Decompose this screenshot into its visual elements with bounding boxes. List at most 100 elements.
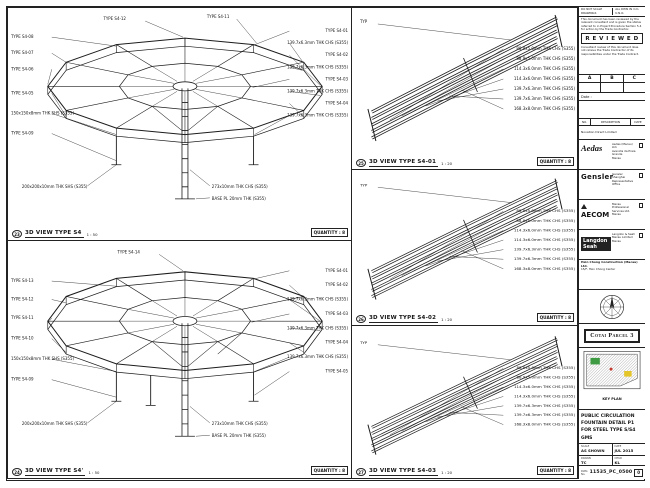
title-block: DO NOT SCALE DRAWINGS ALL DIMS IN mm U.N… [578, 7, 645, 479]
annotation-label: 150x150x8mm THK SHS (S355) [11, 356, 74, 361]
detail-bubble: 27 [356, 468, 366, 476]
consultant-block: Novation Direct Limited [579, 126, 645, 140]
view-scale: 1 : 20 [441, 161, 453, 166]
viewport-3d-view-type-s4-alt: TYPE S4-14 TYPE S4-13 TYPE S4-12 TYPE S4… [7, 240, 352, 479]
annotation-label: TYPE S4-03 [325, 311, 349, 316]
consultant-address: Office [612, 182, 621, 187]
view-title: 3D VIEW TYPE S4-03 [369, 468, 439, 476]
annotation-labels: TYP 88.9x5.0mm THK CHS (S355) 88.9x5.0mm… [359, 19, 575, 111]
view-title: 3D VIEW TYPE S4-02 [369, 315, 439, 323]
annotation-label: TYPE S4-07 [10, 50, 34, 55]
annotation-label: 139.7x6.3mm THK CHS (S355) [514, 247, 576, 252]
keyplan-location-dot [609, 367, 613, 371]
view-scale: 1 : 20 [441, 317, 453, 322]
annotation-label: TYPE S4-01 [325, 268, 349, 273]
leader-lines [47, 18, 321, 200]
annotation-labels: TYPE S4-14 TYPE S4-13 TYPE S4-12 TYPE S4… [10, 249, 348, 438]
view-title: 3D VIEW TYPE S4 [25, 230, 84, 238]
date-label: Date : [581, 94, 592, 99]
viewport-3d-view-type-s4-02: TYP 88.9x5.0mm THK CHS (S355) 88.9x5.0mm… [351, 169, 578, 326]
annotation-label: 88.9x5.0mm THK CHS (S355) [516, 375, 575, 380]
revision-value: 0 [634, 468, 644, 477]
annotation-label: 200x200x10mm THK SHS (S355) [22, 184, 88, 189]
isometric-structure-drawing: TYPE S4-12 TYPE S4-11 TYPE S4-08 TYPE S4… [10, 14, 348, 201]
annotation-label: 273x10mm THK CHS (S355) [212, 421, 268, 426]
approval-checkbox [638, 143, 643, 148]
consultant-block-aecom: AECOM Macau Professional Services Ltd. M… [579, 200, 645, 230]
key-plan-block: KEY PLAN [579, 348, 645, 410]
key-plan-label: KEY PLAN [602, 397, 622, 401]
consultant-address: Shanghai Representative [612, 175, 634, 183]
view-caption: 27 3D VIEW TYPE S4-03 1 : 20 [356, 468, 452, 476]
annotation-label: 114.3x6.0mm THK CHS (S355) [514, 237, 576, 242]
quantity-tag: QUANTITY : 8 [310, 228, 348, 237]
status-abc-cells [579, 83, 645, 93]
contractor-address: 15/F, Hsin Chong Center [581, 267, 616, 272]
scale-value: AS SHOWN [581, 448, 605, 453]
annotation-label: 114.3x6.0mm THK CHS (S355) [514, 227, 576, 232]
status-cell [579, 83, 602, 92]
revision-space [579, 101, 645, 119]
tubes [367, 178, 563, 300]
view-caption: 24 3D VIEW TYPE S4' 1 : 50 [12, 468, 99, 476]
rev-date-header: DATE [634, 120, 642, 124]
annotation-label: TYPE S4-12 [102, 16, 126, 21]
consultant-address: Macau [612, 212, 622, 217]
detail-bubble: 23 [12, 230, 22, 238]
annotation-label: 88.9x5.0mm THK CHS (S355) [516, 365, 575, 370]
reviewed-stamp: This document has been reviewed by the r… [579, 17, 645, 75]
annotation-label: 139.7x6.3mm THK CHS (S355) [287, 354, 348, 359]
consultant-block-gensler: Gensler Gensler Shanghai Representative … [579, 170, 645, 200]
view-scale: 1 : 50 [88, 470, 100, 475]
detail-bubble: 26 [356, 315, 366, 323]
annotation-label: 114.3x6.0mm THK CHS (S355) [514, 66, 576, 71]
meta-row-drawn-checked: DRAWN TC CHKD KL [579, 456, 645, 466]
tube-bundle-drawing: TYP 88.9x5.0mm THK CHS (S355) 88.9x5.0mm… [359, 336, 576, 455]
consultant-address: Avenida da Praia Grande [612, 148, 636, 157]
checked-value: KL [614, 460, 620, 465]
annotation-label: TYPE S4-13 [10, 278, 34, 283]
annotation-label: 139.7x6.3mm THK CHS (S355) [514, 96, 576, 101]
annotation-label: 139.7x6.3mm THK CHS (S355) [514, 256, 576, 261]
drawing-title-line: FOUNTAIN DETAIL P1 [581, 421, 635, 427]
annotation-label: BASE PL 20mm THK (S355) [212, 196, 266, 201]
leader-lines [377, 187, 512, 280]
annotation-label: TYPE S4-02 [325, 282, 349, 287]
keyplan-highlight-yellow [624, 371, 632, 377]
quantity-tag: QUANTITY : 8 [310, 466, 348, 475]
drawing-title-line: PUBLIC CIRCULATION [581, 414, 635, 419]
key-plan-drawing [583, 351, 641, 390]
annotation-label: 168.3x8.0mm THK CHS (S355) [514, 422, 576, 427]
revision-table-header: NO. DESCRIPTION DATE [579, 119, 645, 126]
annotation-label: 273x10mm THK CHS (S355) [212, 184, 268, 189]
approval-checkbox [638, 173, 643, 178]
annotation-label: TYPE S4-10 [10, 336, 34, 341]
dwg-no-label: DWG No. [581, 469, 588, 476]
tubes [367, 336, 563, 455]
drawing-title-line: FOR STEEL TYPE S/S4 GMS [581, 428, 636, 441]
annotation-label: TYPE S4-11 [10, 315, 34, 320]
consultant-block-aedas: Aedas Aedas (Macau) Ltd. Avenida da Prai… [579, 140, 645, 170]
view-scale: 1 : 50 [86, 232, 98, 237]
consultant-address: Macau [612, 238, 622, 243]
checked-label: CHKD [614, 457, 622, 460]
stamp-post-text: Consultant review of this document does … [581, 44, 639, 56]
status-c: C [632, 76, 636, 81]
north-arrow-block [579, 290, 645, 324]
annotation-label: 139.7x6.3mm THK CHS (S355) [514, 412, 576, 417]
meta-row-scale-date: SCALE AS SHOWN DATE JUL 2015 [579, 444, 645, 456]
annotation-label: TYPE S4-04 [325, 340, 349, 345]
quantity-tag: QUANTITY : 8 [536, 313, 574, 322]
annotation-label: TYP [359, 19, 368, 24]
annotation-label: 200x200x10mm THK SHS (S355) [22, 421, 88, 426]
annotation-label: TYP [359, 340, 368, 345]
viewport-3d-view-type-s4-01: TYP 88.9x5.0mm THK CHS (S355) 88.9x5.0mm… [351, 7, 578, 170]
drawn-value: TC [581, 460, 587, 465]
annotation-labels: TYP 88.9x5.0mm THK CHS (S355) 88.9x5.0mm… [359, 182, 576, 270]
consultant-address: Macau Limited [612, 235, 633, 240]
stamp-pre-text: This document has been reviewed by the r… [581, 17, 642, 32]
annotation-label: TYP [359, 182, 368, 187]
keyplan-highlight-green [590, 357, 600, 365]
annotation-label: TYPE S4-12 [10, 297, 34, 302]
